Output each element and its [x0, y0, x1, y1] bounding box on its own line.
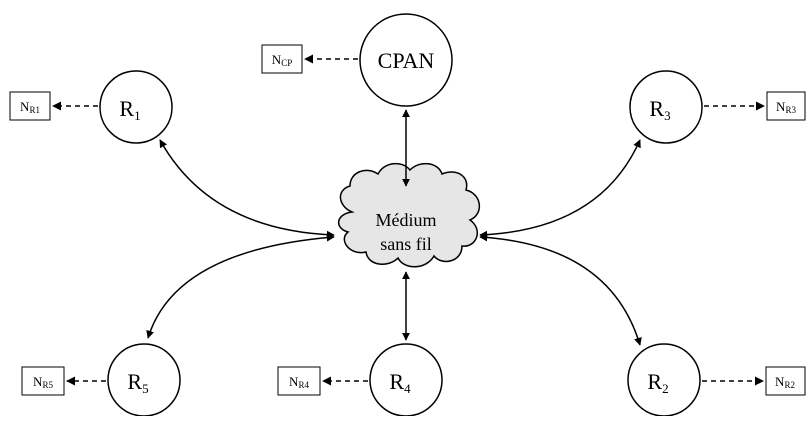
note-r1-main: N — [20, 99, 30, 114]
router-r3-main: R — [649, 96, 664, 121]
router-r2-sub: 2 — [662, 381, 669, 396]
router-r1-node: R1 — [99, 70, 173, 144]
router-r1-sub: 1 — [134, 108, 141, 123]
note-box-r4-frame — [277, 366, 321, 396]
router-r2-main: R — [647, 369, 662, 394]
r2-to-medium-arrow — [479, 233, 642, 346]
router-r2-node: R2 — [627, 343, 701, 417]
note-cp-sub: CP — [281, 58, 292, 68]
note-box-cp: NCP — [261, 44, 303, 74]
router-r4-main: R — [389, 369, 404, 394]
note-r4-sub: R4 — [298, 380, 309, 390]
note-box-r5: NR5 — [21, 366, 65, 396]
r5-to-medium-arrow — [146, 233, 335, 339]
note-box-r2: NR2 — [765, 366, 806, 396]
router-r4-sub: 4 — [404, 381, 411, 396]
router-r5-node: R5 — [107, 343, 181, 417]
cpan-label: CPAN — [378, 48, 435, 73]
router-r2-label: R2 — [647, 369, 668, 396]
note-box-r2-frame — [765, 366, 806, 396]
router-r5-label: R5 — [127, 369, 148, 396]
cpan-node: CPAN — [359, 13, 453, 107]
note-r3-sub: R3 — [785, 105, 796, 115]
cloud-label-line1: Médium — [376, 210, 437, 230]
r1-to-medium-arrow — [159, 139, 335, 239]
router-r4-label: R4 — [389, 369, 411, 396]
router-r4-node: R4 — [369, 343, 443, 417]
cloud-shape — [338, 162, 480, 268]
note-box-r3: NR3 — [766, 91, 806, 121]
note-r1-sub: R1 — [29, 105, 40, 115]
note-box-r3-frame — [766, 91, 806, 121]
note-box-r1: NR1 — [9, 91, 51, 121]
note-box-cp-frame — [261, 44, 303, 74]
router-r3-sub: 3 — [664, 108, 671, 123]
router-r3-circle — [629, 70, 703, 144]
note-box-r1-label: NR1 — [20, 99, 40, 115]
note-r5-main: N — [33, 374, 43, 389]
note-r5-sub: R5 — [42, 380, 53, 390]
router-r2-circle — [627, 343, 701, 417]
router-r5-sub: 5 — [142, 381, 149, 396]
router-r4-circle — [369, 343, 443, 417]
router-r1-circle — [99, 70, 173, 144]
cpan-circle — [359, 13, 453, 107]
router-r5-circle — [107, 343, 181, 417]
note-cp-main: N — [272, 52, 282, 67]
router-r1-main: R — [119, 96, 134, 121]
note-r2-main: N — [775, 374, 785, 389]
wireless-medium-cloud: Médium sans fil — [338, 162, 480, 268]
router-r1-label: R1 — [119, 96, 140, 123]
note-box-r4-label: NR4 — [289, 374, 309, 390]
router-r5-main: R — [127, 369, 142, 394]
note-box-r1-frame — [9, 91, 51, 121]
note-box-r5-frame — [21, 366, 65, 396]
note-box-r3-label: NR3 — [776, 99, 796, 115]
note-box-r2-label: NR2 — [775, 374, 795, 390]
note-r2-sub: R2 — [784, 380, 795, 390]
router-r3-node: R3 — [629, 70, 703, 144]
note-box-r5-label: NR5 — [33, 374, 53, 390]
note-r3-main: N — [776, 99, 786, 114]
router-r3-label: R3 — [649, 96, 670, 123]
note-r4-main: N — [289, 374, 299, 389]
note-box-cp-label: NCP — [272, 52, 292, 68]
r3-to-medium-arrow — [479, 139, 641, 239]
cloud-label-line2: sans fil — [380, 234, 432, 254]
note-box-r4: NR4 — [277, 366, 321, 396]
